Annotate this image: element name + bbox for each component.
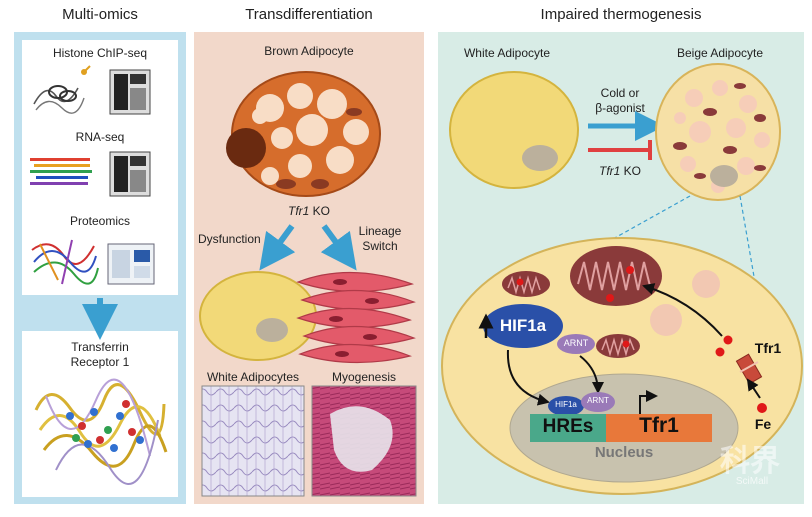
label-histone-chipseq: Histone ChIP-seq <box>52 46 148 60</box>
heading-thermogenesis: Impaired thermogenesis <box>540 6 702 23</box>
arnt-translocation-arrow <box>579 355 604 394</box>
zoom-line <box>739 195 757 289</box>
fe-ion <box>715 347 725 357</box>
heading-multiomics: Multi-omics <box>62 6 138 23</box>
brown-adipocyte-cell <box>226 71 381 197</box>
hif1a-translocation-arrow <box>506 349 550 406</box>
label-switch: Switch <box>362 239 398 253</box>
lipid-droplet <box>692 270 720 298</box>
protein-structure-icon <box>34 378 168 485</box>
thermo-ko-suffix: KO <box>620 164 641 178</box>
label-tfr1-receptor: Tfr1 <box>754 340 782 356</box>
dysfunction-arrow <box>259 224 296 271</box>
lineage-arrow <box>320 224 357 271</box>
label-receptor-1: Receptor 1 <box>70 355 130 369</box>
tfr1-gene-box <box>606 414 712 442</box>
label-brown-adipocyte: Brown Adipocyte <box>264 44 354 58</box>
arnt-protein <box>557 334 595 354</box>
mitochondrion-small <box>596 334 640 358</box>
myocytes-cells <box>296 271 416 364</box>
rna-strands-icon <box>30 158 92 185</box>
arnt-complex-protein <box>581 392 615 412</box>
label-cold: Cold or <box>600 86 640 100</box>
myogenesis-fibrous-area <box>330 406 393 472</box>
multiomics-inner-bottom <box>22 331 178 497</box>
fe-ion <box>757 403 767 413</box>
sequencer-icon <box>109 69 151 115</box>
mass-spectrometer-icon <box>107 243 155 285</box>
label-transferrin: Transferrin <box>71 340 129 354</box>
label-arnt-small: ARNT <box>587 396 609 405</box>
tfr1-gene-italic: Tfr1 <box>287 204 310 218</box>
label-hif1a: HIF1a <box>499 316 547 335</box>
fe-uptake-arrow <box>746 378 761 399</box>
sequencer-icon <box>109 151 151 197</box>
label-proteomics: Proteomics <box>69 214 131 228</box>
fe-ion <box>723 335 733 345</box>
label-hif1a-small: HIF1a <box>555 400 577 409</box>
lipid-droplet <box>650 304 682 336</box>
label-lineage: Lineage <box>358 224 402 238</box>
label-tfr1-ko: Tfr1 KO <box>194 204 424 218</box>
hif1a-complex-protein <box>548 396 584 416</box>
mitochondrion-large <box>570 246 662 306</box>
beige-adipocyte-cell <box>655 63 781 201</box>
label-myogenesis: Myogenesis <box>331 370 397 384</box>
white-adipocyte-cell <box>199 271 317 361</box>
label-white-adipocyte: White Adipocyte <box>463 46 551 60</box>
watermark-en: SciMall <box>735 476 769 487</box>
fe-to-mitochondria-arrow <box>642 283 723 337</box>
thermo-tfr1-italic: Tfr1 <box>598 164 621 178</box>
label-thermo-tfr1-ko: Tfr1 KO <box>584 164 656 178</box>
ko-suffix: KO <box>309 204 330 218</box>
label-beta-agonist: β-agonist <box>595 101 645 115</box>
white-adipocytes-histology <box>201 385 305 497</box>
mitochondrion-small <box>502 271 550 297</box>
label-arnt: ARNT <box>563 338 589 348</box>
heading-transdifferentiation: Transdifferentiation <box>245 6 373 23</box>
label-tfr1-gene: Tfr1 <box>639 414 679 437</box>
label-hres: HREs <box>542 416 594 437</box>
label-white-adipocytes: White Adipocytes <box>206 370 300 384</box>
watermark-cn: 科界 <box>720 444 780 479</box>
transcription-start-arrow <box>639 390 658 414</box>
label-beige-adipocyte: Beige Adipocyte <box>676 46 764 60</box>
chromatin-icon <box>33 65 91 114</box>
hres-box <box>530 414 606 442</box>
white-adipocyte-cell <box>449 71 579 189</box>
label-nucleus: Nucleus <box>594 444 654 461</box>
label-dysfunction: Dysfunction <box>198 232 261 246</box>
label-fe: Fe <box>754 416 772 432</box>
proteomics-curves-icon <box>31 239 99 285</box>
hif1a-protein <box>483 304 563 348</box>
label-rnaseq: RNA-seq <box>75 130 125 144</box>
